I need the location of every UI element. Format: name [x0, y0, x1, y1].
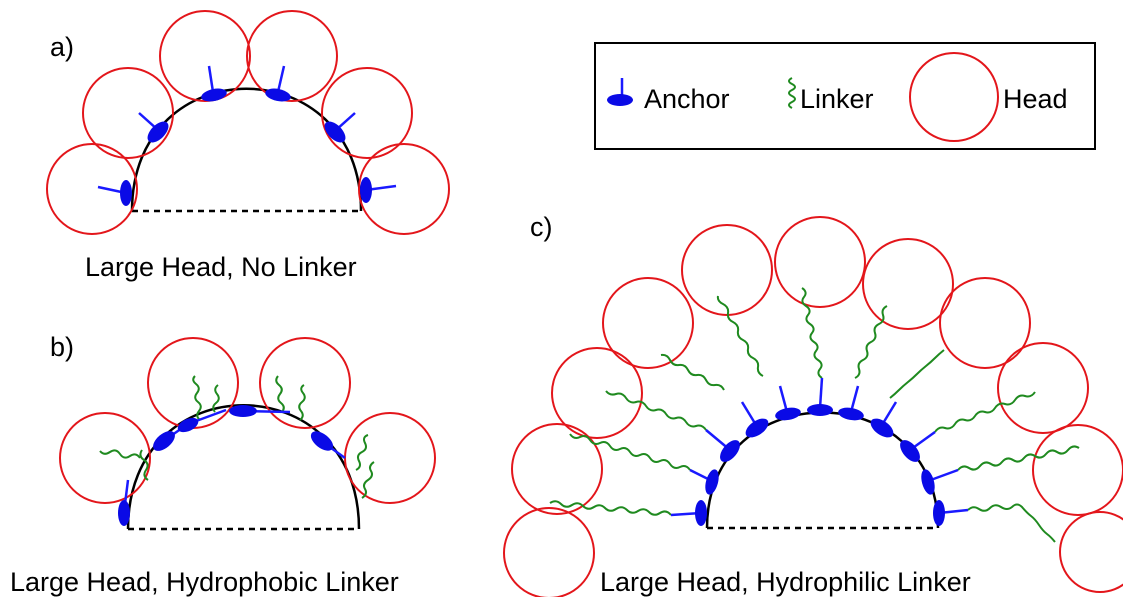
legend-head-icon: [909, 52, 999, 142]
legend-anchor-label: Anchor: [644, 84, 730, 114]
linker: [660, 353, 725, 391]
head-circle: [681, 224, 773, 316]
linker: [801, 287, 823, 379]
panel-b-anchors: [118, 405, 346, 526]
panel-c-caption: Large Head, Hydrophilic Linker: [600, 567, 971, 597]
anchor: [229, 405, 257, 417]
anchor: [177, 417, 199, 433]
head-circle: [1032, 424, 1123, 516]
panel-a-letter: a): [50, 32, 74, 62]
panel-a-anchors: [97, 65, 397, 206]
head-circle: [82, 67, 174, 159]
linker: [275, 375, 285, 413]
linker: [967, 503, 1056, 543]
anchor: [933, 500, 945, 526]
anchor: [310, 431, 334, 451]
linker: [605, 390, 707, 431]
panel-a-heads: [46, 10, 450, 235]
head-circle: [503, 507, 595, 597]
anchor: [838, 407, 864, 421]
linker: [99, 449, 141, 459]
anchor: [775, 407, 801, 421]
head-circle: [59, 412, 151, 504]
anchor: [870, 418, 894, 438]
anchor: [360, 177, 372, 203]
legend-linker-label: Linker: [800, 84, 874, 114]
anchor: [118, 500, 130, 526]
legend: Anchor Linker Head: [594, 42, 1096, 150]
anchor: [720, 440, 740, 462]
legend-anchor-icon: [607, 78, 633, 106]
linker: [192, 375, 202, 421]
anchor: [153, 431, 175, 451]
panel-b: b): [10, 332, 436, 597]
head-circle: [259, 337, 351, 429]
panel-a-caption: Large Head, No Linker: [85, 252, 357, 282]
head-circle: [774, 216, 866, 308]
legend-linker-icon: [788, 77, 796, 109]
head-circle: [551, 347, 643, 439]
anchor: [705, 469, 719, 495]
head-circle: [147, 337, 239, 429]
head-circle: [358, 143, 450, 235]
head-circle: [246, 10, 338, 102]
panel-c-surface: [705, 411, 940, 529]
panel-b-letter: b): [50, 332, 74, 362]
anchor: [120, 180, 132, 206]
panel-c-heads: [503, 216, 1123, 597]
head-circle: [46, 143, 138, 235]
linker: [889, 349, 945, 399]
linker: [139, 449, 149, 481]
head-circle: [862, 238, 954, 330]
panel-c: c): [503, 212, 1123, 597]
anchor: [201, 88, 227, 102]
linker: [569, 433, 691, 471]
panel-a: a) Large Head, No Linker: [46, 10, 450, 282]
head-circle: [511, 423, 603, 515]
panel-c-linkers: [549, 287, 1080, 543]
anchor: [807, 404, 833, 416]
linker: [934, 391, 1036, 433]
linker: [361, 461, 375, 499]
panel-a-surface: [130, 87, 363, 212]
head-circle: [939, 277, 1031, 369]
anchor: [745, 418, 769, 438]
head-circle: [997, 342, 1089, 434]
legend-box: [594, 42, 1096, 150]
panel-b-linkers: [99, 375, 375, 499]
anchor: [265, 88, 291, 102]
panel-c-anchors: [670, 377, 969, 526]
head-circle: [159, 10, 251, 102]
linker: [854, 305, 888, 379]
linker: [957, 445, 1080, 471]
head-circle: [1059, 511, 1123, 593]
anchor: [324, 121, 346, 143]
panel-b-caption: Large Head, Hydrophobic Linker: [10, 567, 399, 597]
panel-b-heads: [59, 337, 436, 504]
head-circle: [321, 67, 413, 159]
anchor: [900, 440, 920, 462]
legend-head-label: Head: [1003, 84, 1068, 114]
linker: [716, 295, 764, 377]
anchor: [921, 469, 935, 495]
linker: [355, 434, 369, 471]
linker: [298, 384, 306, 421]
linker: [212, 384, 220, 413]
linker: [549, 500, 672, 516]
panel-c-letter: c): [530, 212, 553, 242]
head-circle: [602, 277, 694, 369]
anchor: [695, 500, 707, 526]
anchor: [147, 121, 169, 143]
